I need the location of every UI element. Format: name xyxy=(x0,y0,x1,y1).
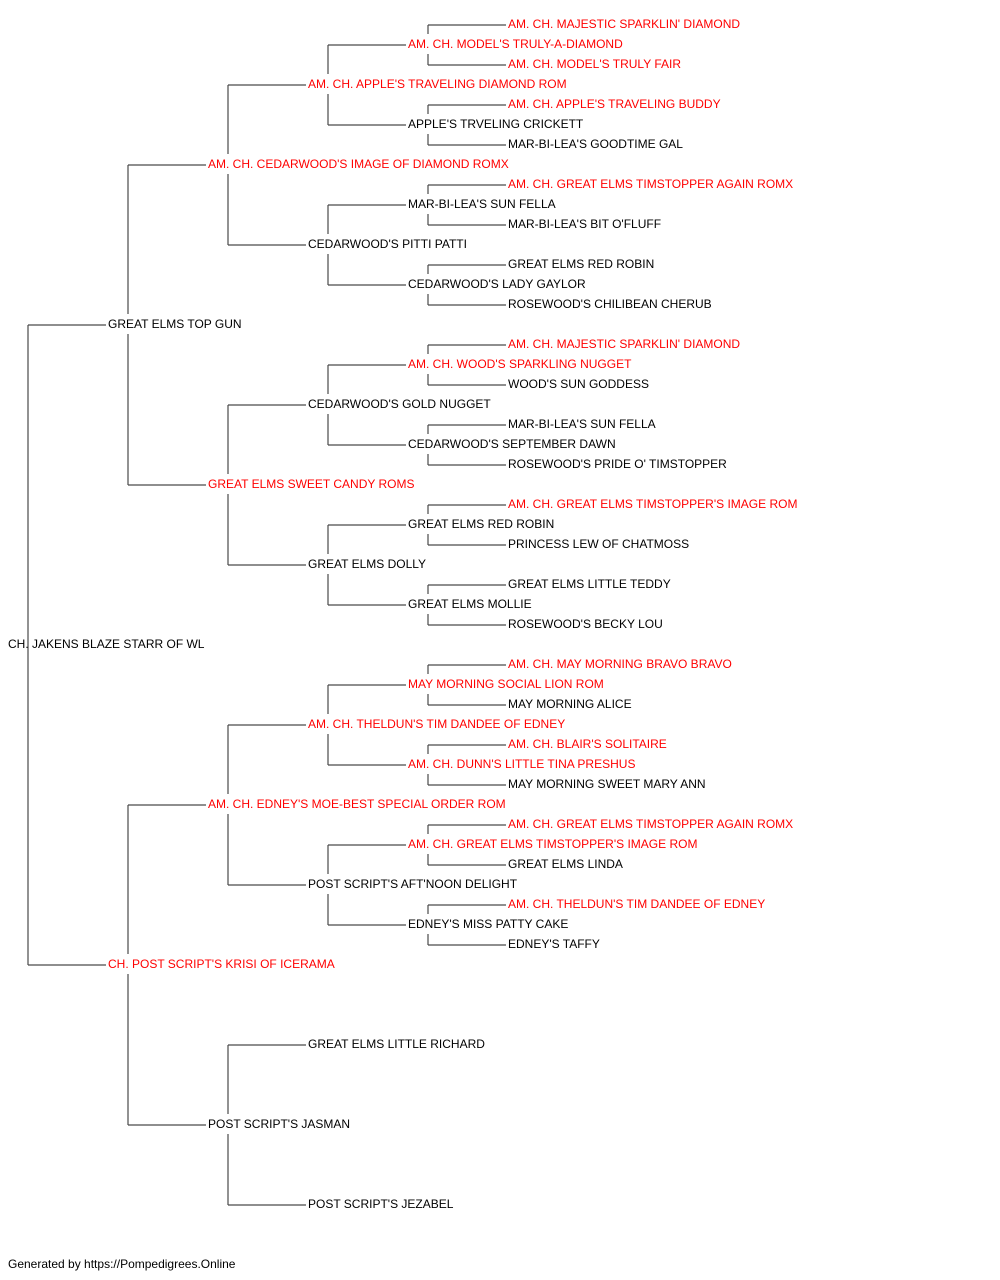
dog-name-subject-sire-sire-dam: CEDARWOOD'S PITTI PATTI xyxy=(308,237,467,251)
footer-credit: Generated by https://Pompedigrees.Online xyxy=(8,1257,236,1271)
dog-name-subject-sire-sire-dam-sire-dam: MAR-BI-LEA'S BIT O'FLUFF xyxy=(508,217,661,231)
dog-name-subject-dam-dam-dam: POST SCRIPT'S JEZABEL xyxy=(308,1197,454,1211)
dog-name-subject-sire-sire-dam-sire-sire: AM. CH. GREAT ELMS TIMSTOPPER AGAIN ROMX xyxy=(508,177,793,191)
dog-name-subject-dam-dam: POST SCRIPT'S JASMAN xyxy=(208,1117,350,1131)
dog-name-subject-sire-dam-sire-sire-dam: WOOD'S SUN GODDESS xyxy=(508,377,649,391)
dog-name-subject-dam-sire-dam-dam-dam: EDNEY'S TAFFY xyxy=(508,937,600,951)
dog-name-subject-sire-dam-dam-sire-dam: PRINCESS LEW OF CHATMOSS xyxy=(508,537,689,551)
dog-name-subject-sire-sire-sire: AM. CH. APPLE'S TRAVELING DIAMOND ROM xyxy=(308,77,567,91)
dog-name-subject-sire-dam-sire-dam: CEDARWOOD'S SEPTEMBER DAWN xyxy=(408,437,616,451)
dog-name-subject-dam-sire-dam-dam-sire: AM. CH. THELDUN'S TIM DANDEE OF EDNEY xyxy=(508,897,765,911)
dog-name-subject-sire-dam-dam-dam-dam: ROSEWOOD'S BECKY LOU xyxy=(508,617,663,631)
dog-name-subject-sire-dam-sire-sire: AM. CH. WOOD'S SPARKLING NUGGET xyxy=(408,357,632,371)
dog-name-subject-dam-sire-sire-sire-sire: AM. CH. MAY MORNING BRAVO BRAVO xyxy=(508,657,732,671)
dog-name-subject-sire-dam-dam: GREAT ELMS DOLLY xyxy=(308,557,426,571)
dog-name-subject-sire-sire-sire-dam-sire: AM. CH. APPLE'S TRAVELING BUDDY xyxy=(508,97,721,111)
dog-name-subject-sire-dam-dam-dam: GREAT ELMS MOLLIE xyxy=(408,597,532,611)
dog-name-subject-dam-sire-dam-dam: EDNEY'S MISS PATTY CAKE xyxy=(408,917,568,931)
dog-name-subject-dam: CH. POST SCRIPT'S KRISI OF ICERAMA xyxy=(108,957,335,971)
dog-name-subject-dam-sire-dam-sire-dam: GREAT ELMS LINDA xyxy=(508,857,623,871)
dog-name-subject-dam-sire-dam: POST SCRIPT'S AFT'NOON DELIGHT xyxy=(308,877,518,891)
dog-name-subject-sire-dam-sire-dam-dam: ROSEWOOD'S PRIDE O' TIMSTOPPER xyxy=(508,457,727,471)
dog-name-subject-dam-sire-sire: AM. CH. THELDUN'S TIM DANDEE OF EDNEY xyxy=(308,717,565,731)
dog-name-subject-sire-dam-dam-dam-sire: GREAT ELMS LITTLE TEDDY xyxy=(508,577,671,591)
dog-name-subject-dam-dam-sire: GREAT ELMS LITTLE RICHARD xyxy=(308,1037,485,1051)
dog-name-subject-dam-sire-dam-sire: AM. CH. GREAT ELMS TIMSTOPPER'S IMAGE RO… xyxy=(408,837,697,851)
dog-name-subject-sire-sire-dam-sire: MAR-BI-LEA'S SUN FELLA xyxy=(408,197,556,211)
dog-name-subject-dam-sire-dam-sire-sire: AM. CH. GREAT ELMS TIMSTOPPER AGAIN ROMX xyxy=(508,817,793,831)
dog-name-subject-dam-sire-sire-sire-dam: MAY MORNING ALICE xyxy=(508,697,632,711)
dog-name-subject-sire-dam-sire: CEDARWOOD'S GOLD NUGGET xyxy=(308,397,491,411)
dog-name-subject-dam-sire-sire-dam-dam: MAY MORNING SWEET MARY ANN xyxy=(508,777,706,791)
dog-name-subject-sire-dam-dam-sire: GREAT ELMS RED ROBIN xyxy=(408,517,554,531)
dog-name-subject-sire-dam: GREAT ELMS SWEET CANDY ROMS xyxy=(208,477,414,491)
dog-name-subject-sire-sire-sire-sire-sire: AM. CH. MAJESTIC SPARKLIN' DIAMOND xyxy=(508,17,740,31)
dog-name-subject-sire-sire-sire-dam: APPLE'S TRVELING CRICKETT xyxy=(408,117,584,131)
dog-name-subject-sire-dam-dam-sire-sire: AM. CH. GREAT ELMS TIMSTOPPER'S IMAGE RO… xyxy=(508,497,797,511)
dog-name-subject-sire-sire-dam-dam: CEDARWOOD'S LADY GAYLOR xyxy=(408,277,586,291)
dog-name-subject-dam-sire-sire-sire: MAY MORNING SOCIAL LION ROM xyxy=(408,677,604,691)
dog-name-subject-dam-sire-sire-dam: AM. CH. DUNN'S LITTLE TINA PRESHUS xyxy=(408,757,635,771)
dog-name-subject-sire: GREAT ELMS TOP GUN xyxy=(108,317,242,331)
dog-name-subject-dam-sire: AM. CH. EDNEY'S MOE-BEST SPECIAL ORDER R… xyxy=(208,797,506,811)
dog-name-subject-sire-sire: AM. CH. CEDARWOOD'S IMAGE OF DIAMOND ROM… xyxy=(208,157,509,171)
dog-name-subject-sire-sire-sire-sire: AM. CH. MODEL'S TRULY-A-DIAMOND xyxy=(408,37,623,51)
dog-name-subject-sire-sire-dam-dam-dam: ROSEWOOD'S CHILIBEAN CHERUB xyxy=(508,297,712,311)
dog-name-subject-dam-sire-sire-dam-sire: AM. CH. BLAIR'S SOLITAIRE xyxy=(508,737,667,751)
dog-name-subject-sire-sire-dam-dam-sire: GREAT ELMS RED ROBIN xyxy=(508,257,654,271)
dog-name-subject-sire-dam-sire-dam-sire: MAR-BI-LEA'S SUN FELLA xyxy=(508,417,656,431)
dog-name-subject-sire-sire-sire-dam-dam: MAR-BI-LEA'S GOODTIME GAL xyxy=(508,137,683,151)
dog-name-subject-sire-dam-sire-sire-sire: AM. CH. MAJESTIC SPARKLIN' DIAMOND xyxy=(508,337,740,351)
dog-name-subject: CH. JAKENS BLAZE STARR OF WL xyxy=(8,637,205,651)
dog-name-subject-sire-sire-sire-sire-dam: AM. CH. MODEL'S TRULY FAIR xyxy=(508,57,681,71)
